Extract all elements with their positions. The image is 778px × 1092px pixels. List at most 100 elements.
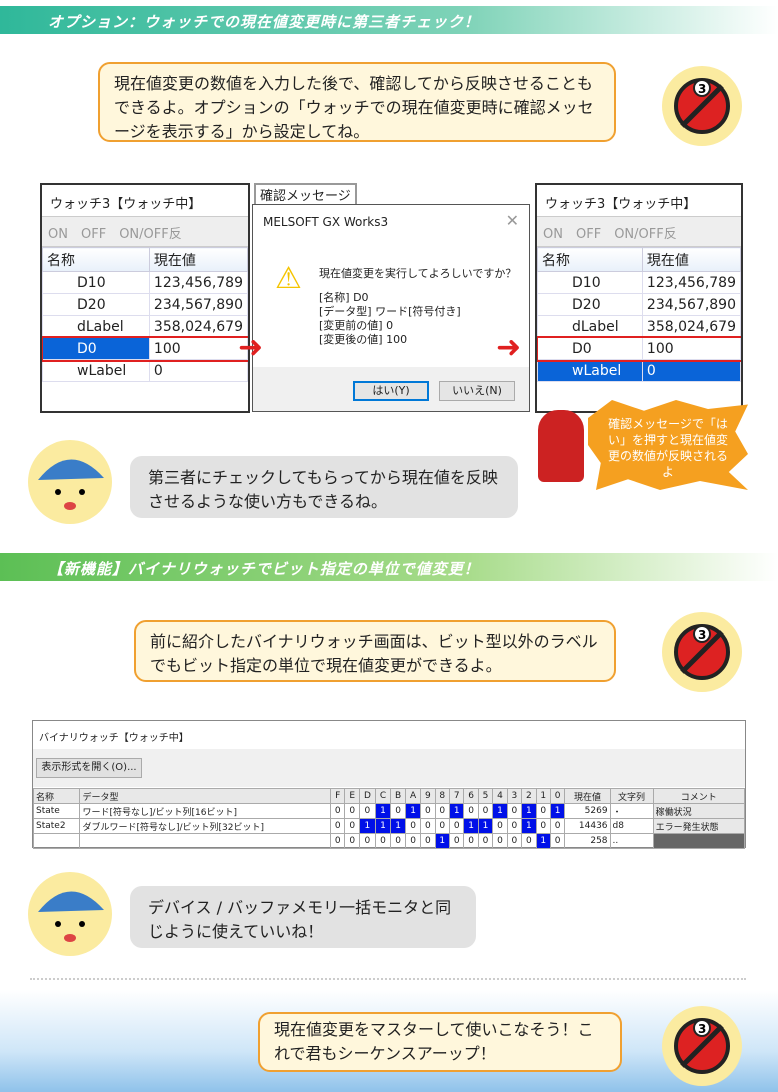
bit-cell[interactable]: 1	[448, 803, 465, 819]
col-header: 5	[477, 788, 494, 804]
bit-cell[interactable]: 0	[390, 833, 407, 849]
bit-cell[interactable]: 0	[492, 818, 508, 834]
bit-cell[interactable]: 0	[390, 803, 407, 819]
row-comment: 稼働状況	[652, 803, 746, 819]
bit-cell[interactable]: 1	[549, 803, 566, 819]
row-value-input[interactable]: 100	[148, 337, 248, 360]
row-value[interactable]: 100	[641, 337, 741, 360]
bit-cell[interactable]: 0	[535, 818, 551, 834]
col-header: 6	[463, 788, 479, 804]
row-value[interactable]: 123,456,789	[641, 271, 741, 294]
no-button[interactable]: いいえ(N)	[439, 381, 515, 401]
bit-cell[interactable]: 1	[521, 803, 537, 819]
bit-cell[interactable]: 0	[420, 803, 436, 819]
bit-cell[interactable]: 1	[535, 833, 551, 849]
on-button[interactable]: ON	[543, 227, 563, 242]
row-comment: エラー発生状態	[652, 818, 746, 834]
off-button[interactable]: OFF	[575, 227, 602, 242]
bit-cell[interactable]: 0	[477, 803, 494, 819]
bit-cell[interactable]: 1	[463, 818, 479, 834]
arrow-icon: ➜	[238, 330, 264, 365]
bit-cell[interactable]: 0	[330, 803, 346, 819]
row-value[interactable]: 0	[148, 359, 248, 382]
bit-cell[interactable]: 0	[405, 833, 422, 849]
mascot-small-icon	[538, 410, 584, 482]
row-value[interactable]: 5269	[564, 803, 611, 819]
bit-cell[interactable]: 0	[358, 803, 376, 819]
open-format-button[interactable]: 表示形式を開く(O)...	[36, 758, 142, 778]
bit-cell[interactable]: 0	[434, 803, 450, 819]
bit-cell[interactable]: 0	[358, 833, 376, 849]
bit-cell[interactable]: 1	[390, 818, 407, 834]
bit-cell[interactable]: 0	[477, 833, 494, 849]
bit-cell[interactable]: 1	[434, 833, 450, 849]
bit-cell[interactable]: 0	[344, 833, 360, 849]
boy-speech-bubble: 第三者にチェックしてもらってから現在値を反映させるような使い方もできるね。	[130, 456, 518, 518]
bit-cell[interactable]: 0	[506, 803, 523, 819]
row-value[interactable]: 234,567,890	[641, 293, 741, 316]
bit-cell[interactable]: 0	[448, 818, 465, 834]
binary-watch-title: バイナリウォッチ【ウォッチ中】	[39, 733, 189, 744]
bit-cell[interactable]: 0	[463, 833, 479, 849]
bit-cell[interactable]: 0	[420, 818, 436, 834]
row-value[interactable]: 358,024,679	[641, 315, 741, 338]
row-value[interactable]: 258	[564, 833, 611, 849]
section1-header: オプション：ウォッチでの現在値変更時に第三者チェック！	[0, 6, 778, 34]
bit-cell[interactable]: 0	[330, 833, 346, 849]
row-value[interactable]: 14436	[564, 818, 611, 834]
divider	[30, 978, 746, 980]
row-value[interactable]: 234,567,890	[148, 293, 248, 316]
bit-cell[interactable]: 1	[358, 818, 376, 834]
bit-cell[interactable]: 0	[535, 803, 551, 819]
bit-cell[interactable]: 0	[492, 833, 508, 849]
onoff-button[interactable]: ON/OFF反	[119, 227, 182, 242]
bit-cell[interactable]: 0	[344, 818, 360, 834]
bit-cell[interactable]: 0	[344, 803, 360, 819]
bit-cell[interactable]: 0	[330, 818, 346, 834]
bit-cell[interactable]: 0	[374, 833, 392, 849]
off-button[interactable]: OFF	[80, 227, 107, 242]
col-name: 名称	[537, 247, 643, 272]
bit-cell[interactable]: 0	[521, 833, 537, 849]
bit-cell[interactable]: 0	[463, 803, 479, 819]
row-value[interactable]: 358,024,679	[148, 315, 248, 338]
bit-cell[interactable]: 1	[405, 803, 422, 819]
yes-button[interactable]: はい(Y)	[353, 381, 429, 401]
boy-avatar	[28, 440, 112, 524]
bit-cell[interactable]: 0	[506, 818, 523, 834]
bit-cell[interactable]: 1	[492, 803, 508, 819]
bit-cell[interactable]: 1	[521, 818, 537, 834]
bit-cell[interactable]: 0	[448, 833, 465, 849]
col-header: データ型	[79, 788, 332, 804]
bit-cell[interactable]: 0	[506, 833, 523, 849]
row-name: wLabel	[537, 359, 643, 382]
dialog-question: 現在値変更を実行してよろしいですか？	[319, 267, 517, 280]
bit-cell[interactable]: 0	[420, 833, 436, 849]
bit-cell[interactable]: 1	[374, 803, 392, 819]
bit-cell[interactable]: 0	[405, 818, 422, 834]
on-button[interactable]: ON	[48, 227, 68, 242]
bit-cell[interactable]: 0	[549, 818, 566, 834]
row-value[interactable]: 123,456,789	[148, 271, 248, 294]
bit-cell[interactable]: 0	[549, 833, 566, 849]
bit-cell[interactable]: 1	[477, 818, 494, 834]
col-header: 9	[420, 788, 436, 804]
onoff-button[interactable]: ON/OFF反	[614, 227, 677, 242]
bit-cell[interactable]: 0	[434, 818, 450, 834]
row-value[interactable]: 0	[641, 359, 741, 382]
close-icon[interactable]: ✕	[505, 211, 519, 230]
bit-cell[interactable]: 1	[374, 818, 392, 834]
